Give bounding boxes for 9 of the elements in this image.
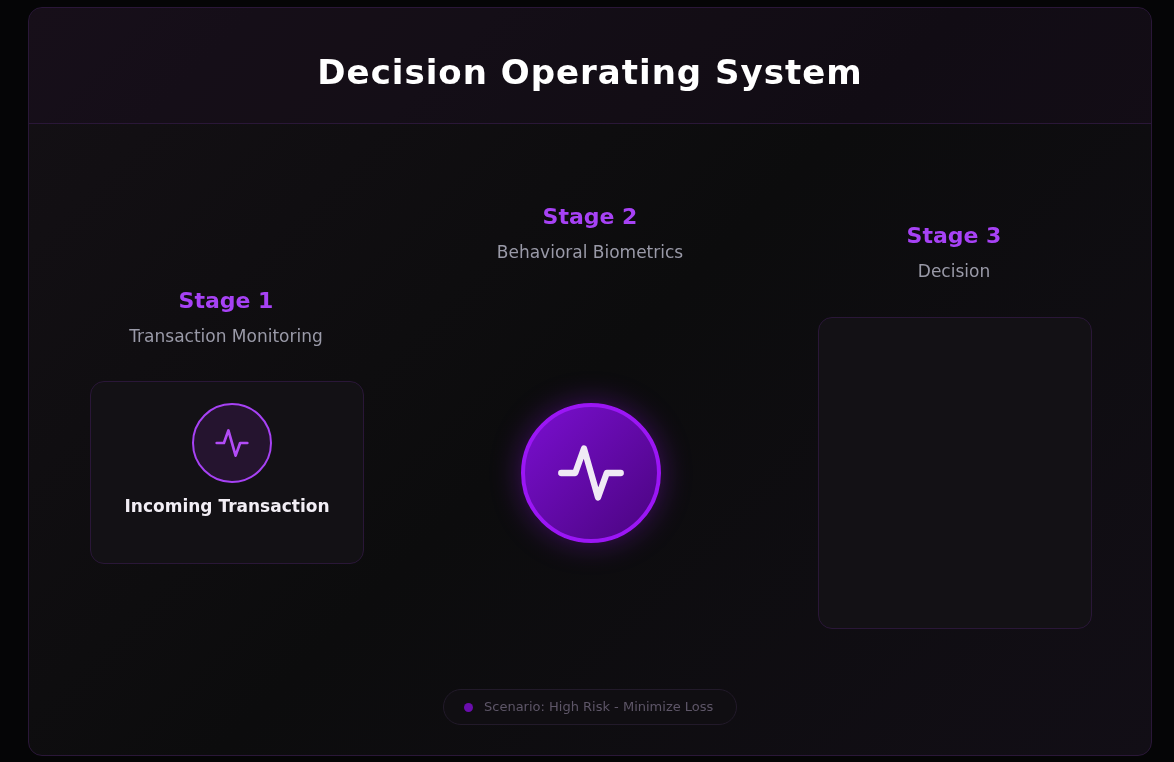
stage-subtitle: Behavioral Biometrics [495,242,685,262]
legend-label: Scenario: High Risk - Minimize Loss [484,699,714,714]
page-title: Decision Operating System [316,52,864,92]
stage-heading: Stage 1 [177,288,275,313]
stage-heading: Stage 3 [905,223,1003,248]
stage-heading: Stage 2 [541,204,639,229]
card-label: Incoming Transaction [123,496,331,516]
stage-subtitle: Decision [916,261,992,281]
stage-subtitle: Transaction Monitoring [128,326,324,346]
